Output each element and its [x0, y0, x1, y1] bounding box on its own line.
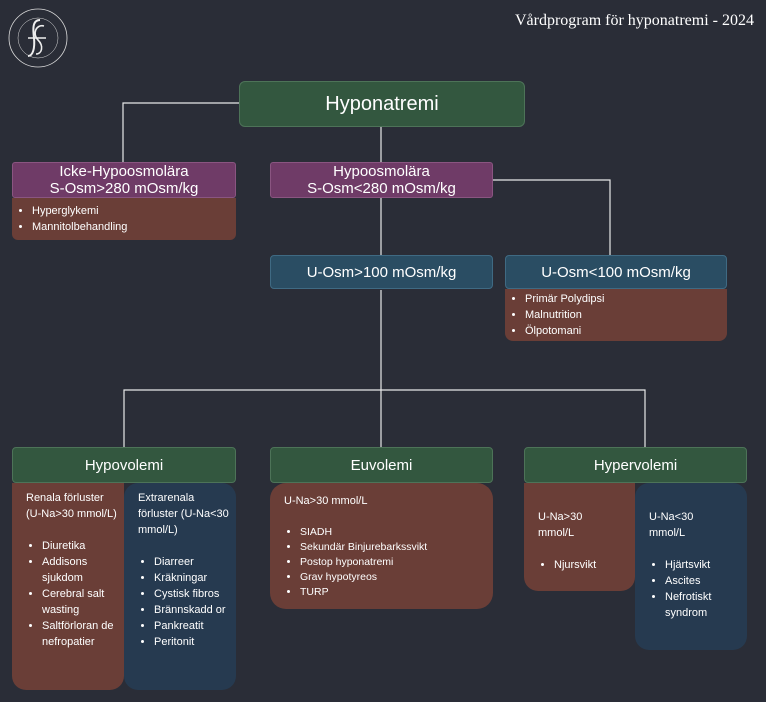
root-node-hyponatremi: Hyponatremi: [239, 81, 525, 127]
list-item: Primär Polydipsi: [525, 291, 727, 307]
hypervolemi-label: Hypervolemi: [593, 456, 678, 474]
hyper-low-title: U-Na<30 mmol/L: [649, 511, 694, 539]
root-label: Hyponatremi: [325, 92, 439, 115]
document-header: Vårdprogram för hyponatremi - 2024: [514, 12, 754, 29]
list-item: TURP: [300, 585, 485, 600]
euvolemi-causes-list: U-Na>30 mmol/L SIADH Sekundär Binjurebar…: [270, 483, 493, 609]
list-item: Cystisk fibros: [154, 586, 232, 602]
hypovolemi-extrarenal-list: Extrarenala förluster (U-Na<30 mmol/L) D…: [124, 483, 236, 690]
list-item: Hyperglykemi: [32, 203, 236, 219]
list-item: Addisons sjukdom: [42, 554, 120, 586]
list-item: Sekundär Binjurebarkssvikt: [300, 540, 485, 555]
list-item: Cerebral salt wasting: [42, 586, 120, 618]
node-hypervolemi: Hypervolemi: [524, 447, 747, 483]
list-item: Mannitolbehandling: [32, 219, 236, 235]
renal-title: Renala förluster (U-Na>30 mmol/L): [26, 492, 117, 520]
nonhypo-line2: S-Osm>280 mOsm/kg: [49, 180, 199, 197]
list-item: SIADH: [300, 525, 485, 540]
hyper-high-title: U-Na>30 mmol/L: [538, 511, 583, 539]
euvolemi-label: Euvolemi: [350, 456, 413, 474]
node-hypovolemi: Hypovolemi: [12, 447, 236, 483]
list-item: Brännskadd or: [154, 602, 232, 618]
list-item: Ascites: [665, 573, 741, 589]
hypovolemi-renal-list: Renala förluster (U-Na>30 mmol/L) Diuret…: [12, 483, 124, 690]
extrarenal-title: Extrarenala förluster (U-Na<30 mmol/L): [138, 492, 229, 536]
hypo-line1: Hypoosmolära: [333, 163, 430, 180]
uosm-high-label: U-Osm>100 mOsm/kg: [306, 263, 457, 281]
euvolemi-title: U-Na>30 mmol/L: [284, 495, 368, 507]
list-item: Peritonit: [154, 634, 232, 650]
list-item: Saltförloran de nefropatier: [42, 618, 120, 650]
node-nonhypoosmolar: Icke-Hypoosmolära S-Osm>280 mOsm/kg: [12, 162, 236, 198]
node-euvolemi: Euvolemi: [270, 447, 493, 483]
list-item: Kräkningar: [154, 570, 232, 586]
hypo-line2: S-Osm<280 mOsm/kg: [307, 180, 456, 197]
nonhypo-causes-list: Hyperglykemi Mannitolbehandling: [12, 198, 236, 240]
list-item: Ölpotomani: [525, 323, 727, 339]
list-item: Malnutrition: [525, 307, 727, 323]
list-item: Diuretika: [42, 538, 120, 554]
uosm-low-label: U-Osm<100 mOsm/kg: [541, 263, 691, 281]
list-item: Nefrotiskt syndrom: [665, 589, 741, 621]
hypovolemi-label: Hypovolemi: [84, 456, 164, 474]
nonhypo-line1: Icke-Hypoosmolära: [59, 163, 189, 180]
list-item: Hjärtsvikt: [665, 557, 741, 573]
list-item: Diarreer: [154, 554, 232, 570]
node-hypoosmolar: Hypoosmolära S-Osm<280 mOsm/kg: [270, 162, 493, 198]
node-uosm-low: U-Osm<100 mOsm/kg: [505, 255, 727, 289]
hypervolemi-low-list: U-Na<30 mmol/L Hjärtsvikt Ascites Nefrot…: [635, 483, 747, 650]
list-item: Grav hypotyreos: [300, 570, 485, 585]
list-item: Njursvikt: [554, 557, 629, 573]
uosm-low-causes-list: Primär Polydipsi Malnutrition Ölpotomani: [505, 289, 727, 341]
node-uosm-high: U-Osm>100 mOsm/kg: [270, 255, 493, 289]
society-logo: [8, 8, 68, 68]
list-item: Pankreatit: [154, 618, 232, 634]
list-item: Postop hyponatremi: [300, 555, 485, 570]
hypervolemi-high-list: U-Na>30 mmol/L Njursvikt: [524, 483, 635, 591]
